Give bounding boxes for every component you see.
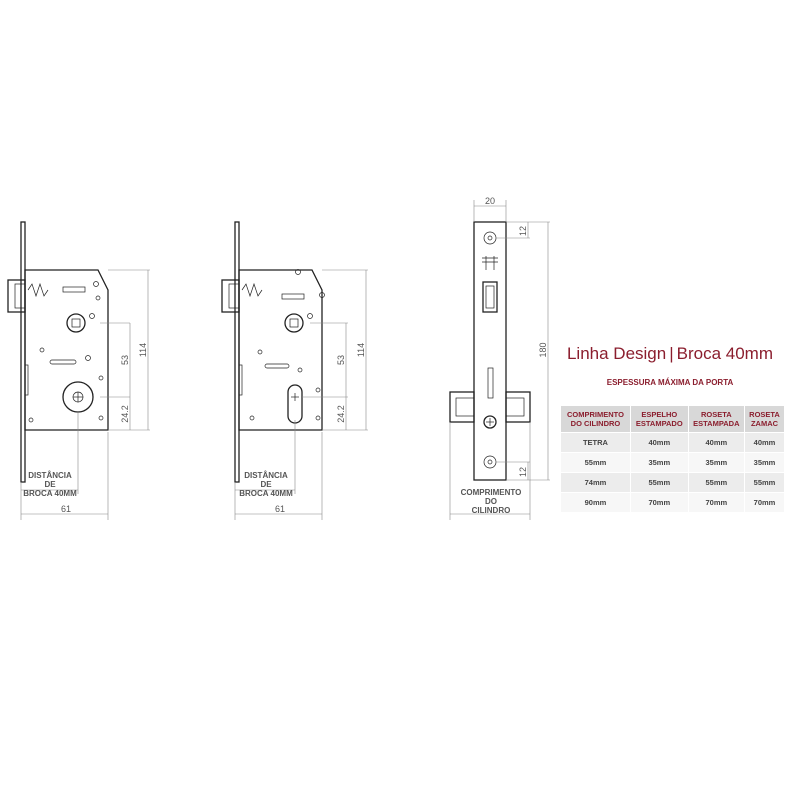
dim-width: 61 bbox=[61, 504, 71, 514]
handle-follower bbox=[284, 313, 304, 333]
lower-slot bbox=[487, 367, 494, 399]
table-cell: 55mm bbox=[687, 472, 746, 493]
spring bbox=[241, 282, 263, 298]
faceplate-front bbox=[473, 221, 507, 481]
table-cell: 55mm bbox=[629, 472, 689, 493]
label-line-3: BROCA 40MM bbox=[23, 489, 77, 498]
label-line-2: DE bbox=[260, 480, 272, 489]
dim-top-hole: 12 bbox=[518, 226, 528, 236]
cylinder-left bbox=[449, 391, 475, 423]
table-cell: 74mm bbox=[560, 472, 631, 493]
handle-follower bbox=[66, 313, 86, 333]
latch-bolt bbox=[221, 279, 240, 313]
table-cell: 70mm bbox=[687, 492, 746, 513]
table-row: 74mm 55mm 55mm 55mm bbox=[560, 472, 785, 493]
table-cell: 40mm bbox=[744, 432, 785, 453]
slot bbox=[49, 359, 77, 365]
dim-height: 180 bbox=[538, 342, 548, 357]
latch-symbol bbox=[482, 256, 498, 270]
label-line-3: CILINDRO bbox=[472, 506, 511, 515]
dim-lower: 24.2 bbox=[120, 405, 130, 423]
label-line-1: DISTÂNCIA bbox=[28, 471, 72, 480]
dim-bottom-hole: 12 bbox=[518, 467, 528, 477]
table-header-row: COMPRIMENTO DO CILINDRO ESPELHO ESTAMPAD… bbox=[560, 405, 785, 433]
lock-front-view-1: 53 24.2 114 61 DISTÂNCIA DE BROCA 40MM bbox=[7, 221, 150, 520]
header-zamac-rosette: ROSETA ZAMAC bbox=[744, 405, 785, 433]
product-title: Linha Design|Broca 40mm bbox=[560, 344, 780, 364]
table-row: 90mm 70mm 70mm 70mm bbox=[560, 492, 785, 513]
lock-body bbox=[238, 269, 323, 431]
table-row: 55mm 35mm 35mm 35mm bbox=[560, 452, 785, 473]
table-subtitle: ESPESSURA MÁXIMA DA PORTA bbox=[606, 378, 734, 387]
cylinder-right bbox=[505, 391, 531, 423]
spring bbox=[27, 282, 49, 298]
latch-bolt bbox=[7, 279, 26, 313]
dim-top-width: 20 bbox=[485, 196, 495, 206]
screw-hole-top bbox=[483, 231, 497, 245]
dim-center: 53 bbox=[120, 355, 130, 365]
bolt-opening bbox=[482, 281, 498, 313]
dim-lower: 24.2 bbox=[336, 405, 346, 423]
dim-center: 53 bbox=[336, 355, 346, 365]
label-line-1: COMPRIMENTO bbox=[461, 488, 522, 497]
title-line: Linha Design bbox=[566, 344, 667, 363]
header-stamped-plate: ESPELHO ESTAMPADO bbox=[629, 405, 689, 433]
table-cell: 40mm bbox=[687, 432, 746, 453]
dim-width: 61 bbox=[275, 504, 285, 514]
table-cell: 40mm bbox=[629, 432, 689, 453]
lock-body bbox=[24, 269, 109, 431]
slot bbox=[264, 363, 290, 369]
euro-cylinder-hole bbox=[287, 384, 303, 424]
table-cell: 35mm bbox=[744, 452, 785, 473]
center-screw bbox=[483, 415, 497, 429]
table-cell: 35mm bbox=[629, 452, 689, 473]
label-line-1: DISTÂNCIA bbox=[244, 471, 288, 480]
lock-side-view: 20 12 180 12 COMPRIMENTO DO CILINDRO bbox=[449, 196, 550, 520]
table-cell: TETRA bbox=[560, 432, 631, 453]
table-cell: 70mm bbox=[744, 492, 785, 513]
label-line-2: DO bbox=[485, 497, 497, 506]
label-line-3: BROCA 40MM bbox=[239, 489, 293, 498]
header-stamped-rosette: ROSETA ESTAMPADA bbox=[687, 405, 746, 433]
label-line-2: DE bbox=[44, 480, 56, 489]
dim-height: 114 bbox=[356, 343, 366, 357]
table-row: TETRA 40mm 40mm 40mm bbox=[560, 432, 785, 453]
table-cell: 55mm bbox=[744, 472, 785, 493]
table-cell: 90mm bbox=[560, 492, 631, 513]
title-separator: | bbox=[669, 344, 674, 363]
table-cell: 55mm bbox=[560, 452, 631, 473]
table-cell: 70mm bbox=[629, 492, 689, 513]
table-cell: 35mm bbox=[687, 452, 746, 473]
screw-hole-bottom bbox=[483, 455, 497, 469]
title-drill: Broca 40mm bbox=[676, 344, 774, 363]
header-cylinder-length: COMPRIMENTO DO CILINDRO bbox=[560, 405, 631, 433]
lock-front-view-2: 53 24.2 114 61 DISTÂNCIA DE BROCA 40MM bbox=[221, 221, 368, 520]
dim-height: 114 bbox=[138, 343, 148, 357]
spec-table: COMPRIMENTO DO CILINDRO ESPELHO ESTAMPAD… bbox=[560, 405, 785, 513]
